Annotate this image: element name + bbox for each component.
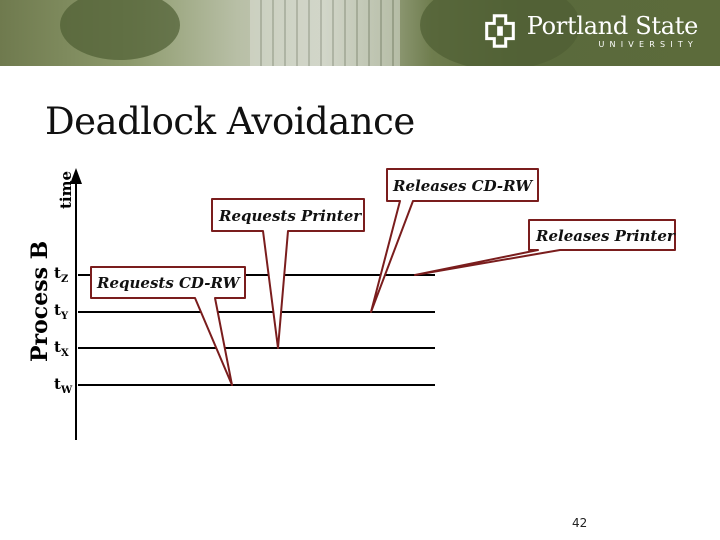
callout-requests-printer: Requests Printer <box>211 198 365 349</box>
time-label-x: tX <box>54 338 69 359</box>
time-label-w: tW <box>54 375 73 396</box>
time-label-y: tY <box>54 301 69 322</box>
callout-requests-cdrw-text: Requests CD-RW <box>96 274 242 292</box>
process-label: Process B <box>27 241 53 362</box>
logo-name: Portland State <box>526 11 699 40</box>
banner-building-photo <box>250 0 400 66</box>
banner-tree-1 <box>60 0 180 60</box>
header-banner: Portland State UNIVERSITY <box>0 0 720 66</box>
logo-sub: UNIVERSITY <box>598 39 698 49</box>
callout-releases-cdrw: Releases CD-RW <box>370 168 539 313</box>
page-title: Deadlock Avoidance <box>45 100 415 143</box>
psu-logo-icon <box>484 14 515 48</box>
callout-requests-cdrw: Requests CD-RW <box>90 266 246 386</box>
callout-requests-printer-text: Requests Printer <box>218 207 362 225</box>
page-number: 42 <box>572 516 588 530</box>
callout-releases-printer-text: Releases Printer <box>535 227 676 245</box>
time-axis-arrowhead <box>70 168 82 184</box>
university-logo: Portland State UNIVERSITY <box>481 12 698 50</box>
callout-releases-cdrw-text: Releases CD-RW <box>392 177 534 195</box>
time-label-z: tZ <box>54 264 68 285</box>
callout-releases-printer: Releases Printer <box>414 219 676 276</box>
vertical-axis-label: time <box>57 171 75 209</box>
